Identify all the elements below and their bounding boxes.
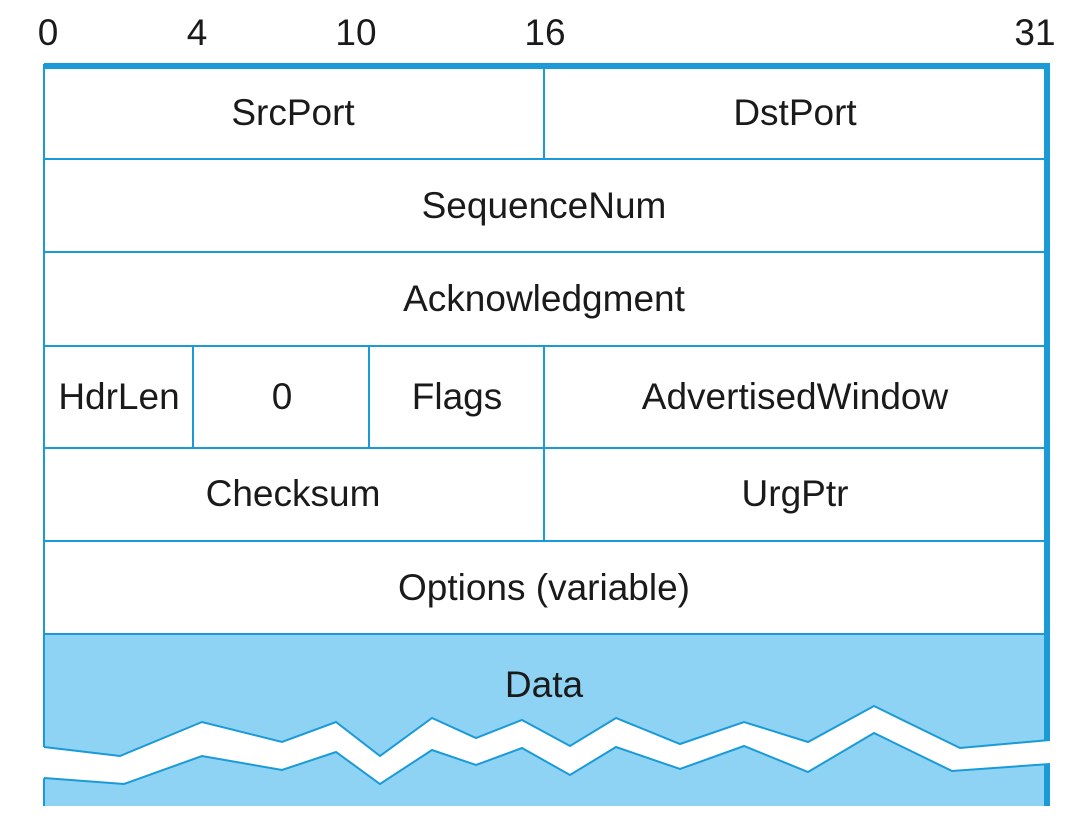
field-sequencenum: SequenceNum: [422, 185, 667, 226]
bit-label-0: 0: [38, 12, 59, 53]
field-checksum: Checksum: [206, 473, 381, 514]
field-data: Data: [505, 664, 584, 705]
bit-label-10: 10: [335, 12, 376, 53]
field-acknowledgment: Acknowledgment: [403, 278, 685, 319]
field-labels: SrcPort DstPort SequenceNum Acknowledgme…: [58, 92, 948, 608]
bit-scale: 0 4 10 16 31: [38, 12, 1056, 53]
field-reserved-zero: 0: [272, 376, 293, 417]
field-urgptr: UrgPtr: [742, 473, 849, 514]
torn-gap: [40, 706, 1052, 784]
field-hdrlen: HdrLen: [58, 376, 179, 417]
field-dstport: DstPort: [733, 92, 857, 133]
bit-label-16: 16: [524, 12, 565, 53]
field-flags: Flags: [412, 376, 502, 417]
torn-line-top: [43, 704, 1051, 758]
torn-edge: [40, 704, 1052, 786]
data-region: Data: [44, 634, 1044, 806]
field-srcport: SrcPort: [231, 92, 355, 133]
field-options: Options (variable): [398, 567, 690, 608]
bit-label-4: 4: [187, 12, 208, 53]
data-fill-bottom: [44, 733, 1044, 806]
torn-line-bottom: [43, 731, 1051, 786]
field-grid: [43, 63, 1050, 806]
data-fill-top: [44, 634, 1044, 756]
field-advertisedwindow: AdvertisedWindow: [642, 376, 949, 417]
bit-label-31: 31: [1014, 12, 1055, 53]
